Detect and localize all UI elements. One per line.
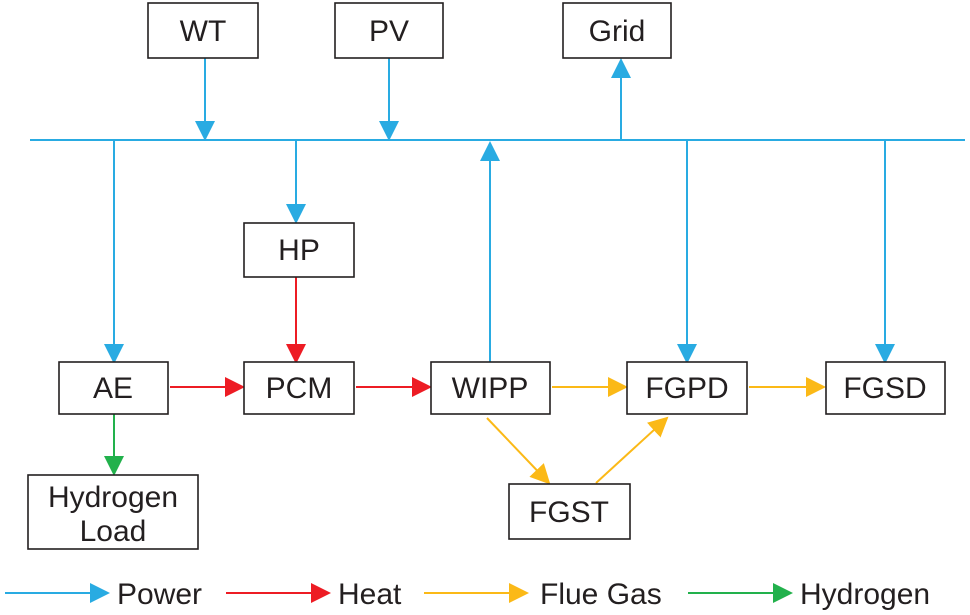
node-pcm-label: PCM bbox=[266, 372, 333, 405]
node-ae: AE bbox=[58, 361, 169, 415]
node-hydrogen-load-label-line2: Load bbox=[80, 515, 147, 548]
node-ae-label: AE bbox=[93, 372, 133, 405]
node-grid-label: Grid bbox=[589, 15, 646, 48]
node-fgpd: FGPD bbox=[626, 361, 748, 415]
node-hp: HP bbox=[243, 222, 355, 278]
legend-power-label: Power bbox=[117, 578, 202, 611]
node-wipp-label: WIPP bbox=[452, 372, 529, 405]
node-pcm: PCM bbox=[243, 361, 355, 415]
legend-hydrogen-label: Hydrogen bbox=[800, 578, 930, 611]
fgst-to-fgpd-arrow bbox=[595, 416, 669, 484]
legend-heat-label: Heat bbox=[338, 578, 402, 611]
legend-flue-gas-label: Flue Gas bbox=[540, 578, 662, 611]
node-pv: PV bbox=[334, 2, 444, 59]
node-fgsd: FGSD bbox=[825, 361, 946, 415]
node-fgst-label: FGST bbox=[529, 496, 609, 529]
wipp-to-fgst-arrow bbox=[486, 417, 551, 485]
node-pv-label: PV bbox=[369, 15, 409, 48]
node-wt-label: WT bbox=[180, 15, 227, 48]
node-wt: WT bbox=[147, 2, 259, 59]
legend: Power Heat Flue Gas Hydrogen bbox=[5, 578, 930, 611]
node-hydrogen-load: Hydrogen Load bbox=[27, 474, 199, 550]
node-fgpd-label: FGPD bbox=[645, 372, 728, 405]
node-wipp: WIPP bbox=[430, 361, 551, 415]
node-hydrogen-load-label-line1: Hydrogen bbox=[48, 481, 178, 514]
node-fgsd-label: FGSD bbox=[843, 372, 926, 405]
node-fgst: FGST bbox=[508, 483, 631, 540]
node-grid: Grid bbox=[562, 2, 672, 59]
node-hp-label: HP bbox=[278, 234, 320, 267]
